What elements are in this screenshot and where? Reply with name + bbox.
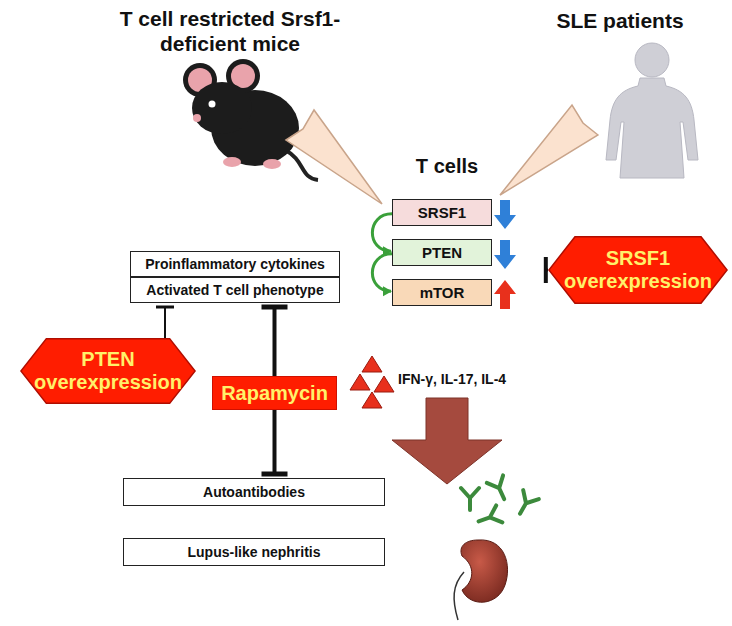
person-head — [635, 43, 669, 77]
hexagon-shape — [21, 339, 195, 404]
circle-shape — [353, 186, 541, 344]
connector — [372, 254, 392, 296]
process-box: Rapamycin — [212, 376, 337, 410]
process-box: PTEN — [392, 239, 492, 266]
process-box: SRSF1 — [392, 199, 492, 226]
mouse-eye — [209, 101, 216, 108]
hexagon-shape — [549, 237, 727, 304]
node-text: Activated T cell phenotype — [146, 282, 323, 298]
node-text: Autoantibodies — [203, 484, 305, 500]
treatment-hexagon: PTEN overexpression — [20, 338, 196, 404]
kidney-illustration — [454, 540, 507, 620]
cell-circle: T cellsSRSF1PTENmTOR — [352, 185, 542, 345]
process-box: Autoantibodies — [123, 478, 385, 506]
increase-arrow — [494, 280, 516, 309]
inhibition-bar — [262, 305, 288, 310]
input-arrow — [286, 110, 382, 204]
node-text: Lupus-like nephritis — [187, 544, 320, 560]
node-text: PTEN overexpression — [32, 348, 183, 394]
treatment-hexagon: SRSF1 overexpression — [548, 236, 728, 304]
mouse-head — [192, 82, 252, 134]
connector — [372, 214, 392, 256]
cytokine-label: IFN-γ, IL-17, IL-4 — [398, 371, 548, 388]
node-text: mTOR — [420, 284, 465, 301]
antibody — [476, 505, 503, 529]
process-box: Lupus-like nephritis — [123, 538, 385, 566]
antibody — [512, 490, 539, 518]
connector — [546, 257, 548, 283]
antibody — [461, 488, 479, 510]
inhibition-bar — [156, 306, 174, 309]
cytokine — [362, 356, 382, 372]
group-title: T cell restricted Srsf1-deficient mice — [100, 6, 360, 56]
activation-arrow — [372, 254, 392, 291]
activation-arrow — [372, 214, 392, 251]
connector — [262, 307, 288, 376]
antibodies — [461, 475, 539, 530]
decrease-arrow — [494, 200, 516, 229]
mouse-illustration — [183, 59, 318, 180]
inhibition-line — [273, 307, 277, 376]
cytokine — [362, 392, 382, 408]
inhibition-line — [164, 307, 166, 338]
mouse-nose — [193, 114, 201, 122]
mouse-foot — [263, 159, 281, 169]
cytokine — [374, 376, 394, 392]
inhibition-bar — [544, 257, 548, 283]
inhibition-line — [273, 410, 277, 474]
person-body — [606, 78, 698, 178]
inhibition-bar — [262, 472, 288, 477]
node-text: SRSF1 — [418, 204, 466, 221]
node-text: Rapamycin — [221, 382, 328, 405]
outcome-arrow — [392, 398, 502, 484]
group-title: SLE patients — [520, 8, 720, 33]
process-box: mTOR — [392, 279, 492, 306]
node-text: SRSF1 overexpression — [561, 247, 716, 293]
cell-heading: T cells — [352, 155, 542, 178]
input-arrow — [500, 105, 598, 195]
connector — [156, 307, 174, 338]
person-silhouette — [606, 43, 698, 178]
ureter — [454, 572, 464, 620]
cytokine-triangles — [350, 356, 394, 408]
arrow-head — [383, 286, 392, 296]
node-text: Proinflammatory cytokines — [145, 256, 325, 272]
process-box: Activated T cell phenotype — [130, 277, 340, 303]
process-box: Proinflammatory cytokines — [130, 251, 340, 277]
cytokine — [350, 374, 370, 390]
decrease-arrow — [494, 240, 516, 269]
connector — [262, 410, 288, 474]
mouse-foot — [223, 157, 241, 167]
antibody — [487, 475, 513, 503]
node-text: PTEN — [422, 244, 462, 261]
kidney — [461, 540, 508, 602]
mouse-ear-inner — [231, 64, 255, 88]
